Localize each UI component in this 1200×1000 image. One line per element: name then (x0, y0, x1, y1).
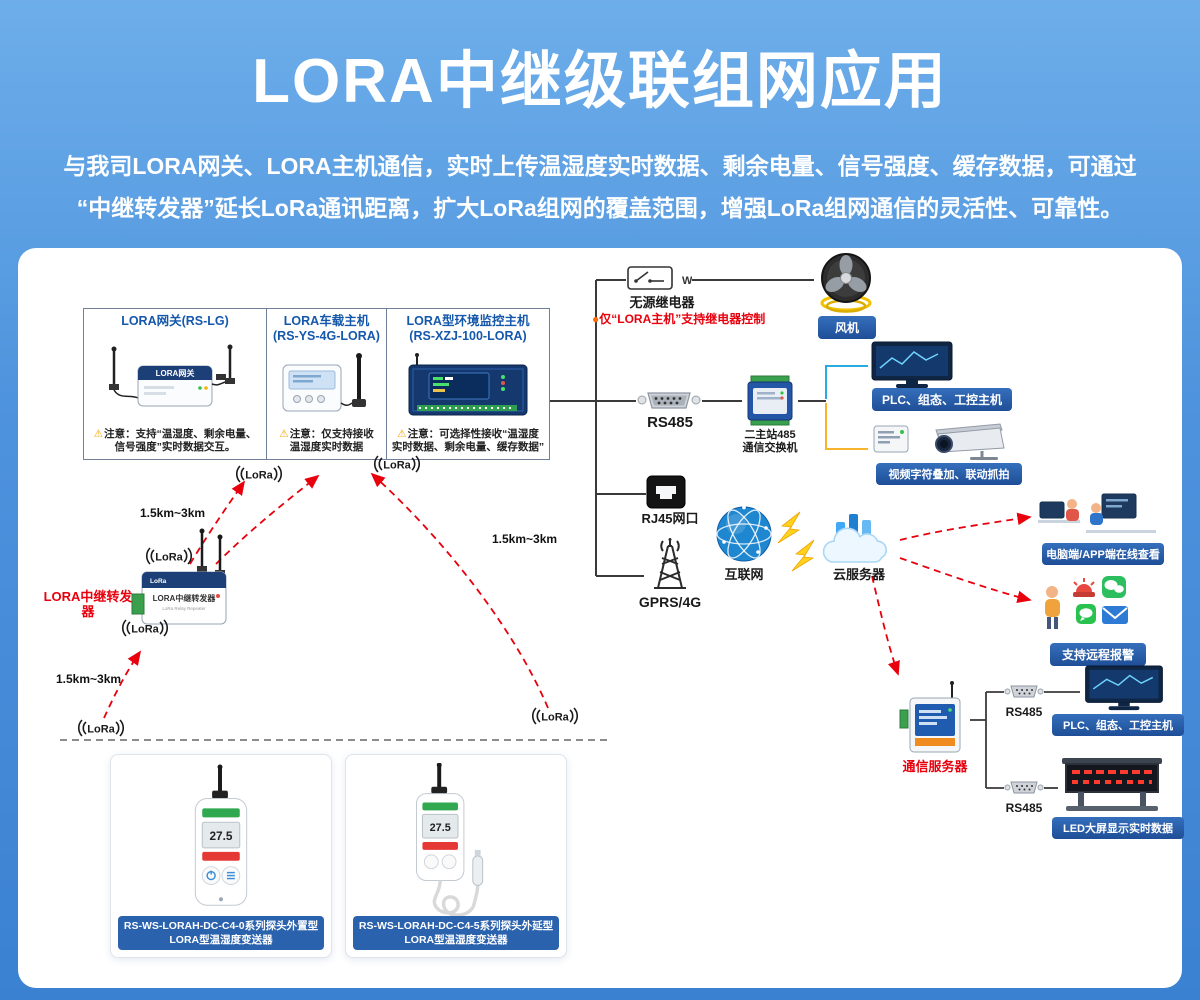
relay-schematic-icon: W (626, 263, 693, 298)
svg-text:LoRa: LoRa (383, 460, 411, 472)
vehicle-host-box: LORA车载主机(RS-YS-4G-LORA) ⚠注意：仅支持接收 温湿度实时数… (266, 309, 386, 459)
lora-logo: LoRa (236, 464, 282, 489)
fan-pill: 风机 (818, 316, 876, 339)
internet-label: 互联网 (724, 567, 764, 582)
sensor-2-lcd: 27.5 (430, 822, 451, 834)
gateway-title: LORA网关(RS-LG) (121, 314, 229, 328)
rs485-connector-small-top (1004, 681, 1044, 708)
repeater-device-line1: LORA中继转发器 (153, 593, 217, 603)
vehicle-host-title: LORA车载主机(RS-YS-4G-LORA) (273, 314, 380, 343)
rs485-connector-icon (636, 384, 702, 421)
gateway-box: LORA网关(RS-LG) LORA网关 ⚠ (84, 309, 266, 459)
gateway-note: ⚠注意：支持“温湿度、剩余电量、 信号强度”实时数据交互。 (93, 427, 257, 454)
plc-pill-2: PLC、组态、工控主机 (1052, 714, 1184, 736)
description-line-1: 与我司LORA网关、LORA主机通信，实时上传温湿度实时数据、剩余电量、信号强度… (63, 153, 1137, 179)
converter-image (742, 374, 798, 431)
lora-logo: LoRa (122, 618, 168, 643)
warning-icon: ⚠ (93, 427, 104, 440)
camera-pill: 视频字符叠加、联动抓拍 (876, 463, 1022, 485)
svg-text:W: W (682, 275, 692, 287)
vehicle-host-image (277, 344, 377, 428)
bullet-icon: ● (592, 312, 600, 326)
camera-image (872, 420, 1022, 465)
distance-label-2: 1.5km~3km (56, 672, 122, 686)
svg-text:LoRa: LoRa (541, 712, 569, 724)
remote-alarm-image (1040, 576, 1162, 643)
sensor-2-image: 27.5 (386, 762, 526, 926)
env-host-image (401, 344, 536, 428)
alarm-lamp-icon (1073, 578, 1095, 597)
sensor-1-lcd: 27.5 (209, 829, 232, 843)
gateway-device-label: LORA网关 (156, 368, 195, 378)
rj45-port-icon (646, 474, 686, 515)
gprs-tower-icon (644, 538, 696, 597)
comm-server-image (898, 680, 970, 763)
repeater-device-line2: LoRa Relay Repeater (162, 606, 206, 611)
gprs-label: GPRS/4G (638, 594, 702, 610)
relay-note: ●仅“LORA主机”支持继电器控制 (592, 312, 766, 326)
repeater-image: LoRa LORA中继转发器 LoRa Relay Repeater (128, 528, 240, 645)
env-host-title: LORA型环境监控主机(RS-XZJ-100-LORA) (406, 314, 530, 343)
email-icon (1102, 606, 1128, 624)
env-host-box: LORA型环境监控主机(RS-XZJ-100-LORA) ⚠注意：可选择性接收“… (386, 309, 549, 459)
warning-icon: ⚠ (279, 427, 289, 440)
distance-label-1: 1.5km~3km (140, 506, 206, 520)
plc-pill: PLC、组态、工控主机 (872, 388, 1012, 411)
repeater-label: LORA中继转发器 (43, 589, 133, 619)
comm-server-label: 通信服务器 (902, 759, 968, 774)
svg-text:LoRa: LoRa (87, 724, 115, 736)
rj45-label: RJ45网口 (641, 511, 699, 526)
svg-text:LoRa: LoRa (155, 552, 183, 564)
pc-view-image (1036, 490, 1162, 545)
page-title: LORA中继级联组网应用 (252, 47, 948, 116)
gateway-image: LORA网关 (100, 329, 250, 428)
rs485-connector-small-bottom (1004, 777, 1044, 804)
warning-icon: ⚠ (397, 427, 407, 440)
env-host-note: ⚠注意：可选择性接收“温湿度 实时数据、剩余电量、缓存数据” (391, 427, 545, 454)
lora-logo: LoRa (146, 546, 192, 571)
rs485-top-label: RS485 (1005, 705, 1043, 719)
repeater-brand-text: LoRa (150, 578, 167, 585)
message-icon (1076, 604, 1096, 624)
pc-view-pill: 电脑端/APP端在线查看 (1042, 543, 1164, 565)
rs485-bottom-label: RS485 (1005, 801, 1043, 815)
alarm-pill: 支持远程报警 (1050, 643, 1146, 666)
rs485-label: RS485 (647, 414, 693, 431)
vehicle-host-note: ⚠注意：仅支持接收 温湿度实时数据 (279, 427, 374, 454)
cloud-label: 云服务器 (832, 567, 885, 582)
distance-label-3: 1.5km~3km (492, 532, 558, 546)
sensor-1-image: 27.5 (171, 763, 271, 926)
led-screen-image (1058, 758, 1166, 817)
wechat-icon (1102, 576, 1126, 598)
internet-globe-icon (714, 504, 774, 569)
cloud-server-image (812, 510, 904, 573)
host-group: LORA网关(RS-LG) LORA网关 ⚠ (83, 308, 550, 460)
plc-monitor-image (868, 340, 956, 395)
relay-label: 无源继电器 (629, 295, 695, 310)
plc-monitor2-image (1080, 664, 1168, 717)
lora-logo: LoRa (532, 706, 578, 731)
lora-logo: LoRa (78, 718, 124, 743)
svg-text:LoRa: LoRa (245, 470, 273, 482)
description-line-2: “中继转发器”延长LoRa通讯距离，扩大LoRa组网的覆盖范围，增强LoRa组网… (76, 195, 1124, 221)
svg-text:LoRa: LoRa (131, 624, 159, 636)
fan-image (814, 250, 878, 319)
led-pill: LED大屏显示实时数据 (1052, 817, 1184, 839)
lora-logo: LoRa (374, 454, 420, 479)
